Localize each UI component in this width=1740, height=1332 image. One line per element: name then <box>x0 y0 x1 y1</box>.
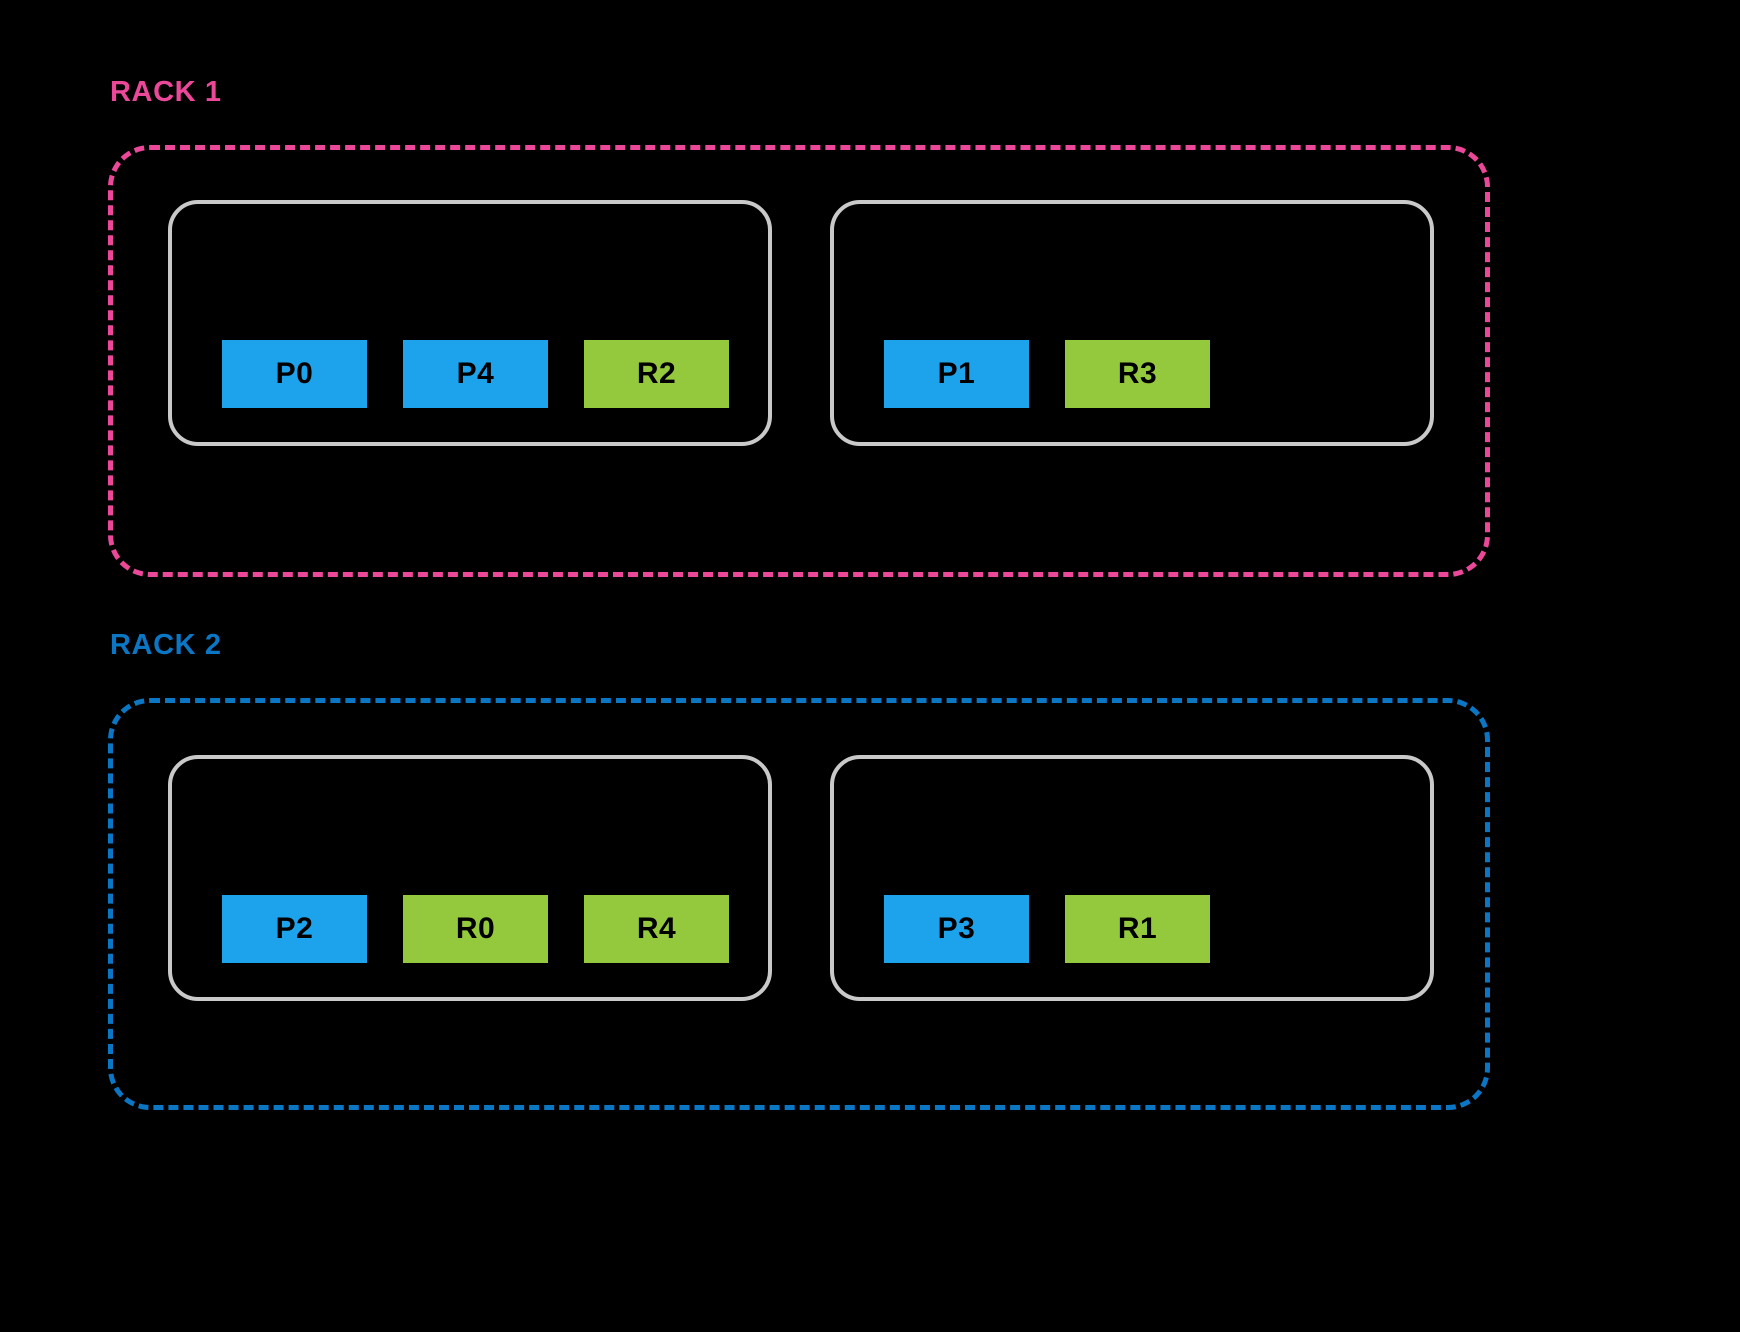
replica-chip-r1[interactable]: R1 <box>1065 895 1210 963</box>
rack-label-1: RACK 1 <box>110 76 222 108</box>
rack-boundary-1 <box>108 145 1490 577</box>
node-items-node-4: P3 R1 <box>884 895 1210 963</box>
partition-chip-p0[interactable]: P0 <box>222 340 367 408</box>
rack-boundary-2 <box>108 698 1490 1110</box>
node-container-node-1: P0 P4 R2 <box>168 200 772 446</box>
node-container-node-4: P3 R1 <box>830 755 1434 1001</box>
partition-chip-p3[interactable]: P3 <box>884 895 1029 963</box>
replica-chip-r3[interactable]: R3 <box>1065 340 1210 408</box>
rack-label-2: RACK 2 <box>110 629 222 661</box>
partition-chip-p1[interactable]: P1 <box>884 340 1029 408</box>
replica-chip-r2[interactable]: R2 <box>584 340 729 408</box>
node-items-node-3: P2 R0 R4 <box>222 895 729 963</box>
node-container-node-2: P1 R3 <box>830 200 1434 446</box>
node-items-node-1: P0 P4 R2 <box>222 340 729 408</box>
node-items-node-2: P1 R3 <box>884 340 1210 408</box>
replica-chip-r0[interactable]: R0 <box>403 895 548 963</box>
replica-chip-r4[interactable]: R4 <box>584 895 729 963</box>
node-container-node-3: P2 R0 R4 <box>168 755 772 1001</box>
partition-chip-p4[interactable]: P4 <box>403 340 548 408</box>
partition-chip-p2[interactable]: P2 <box>222 895 367 963</box>
